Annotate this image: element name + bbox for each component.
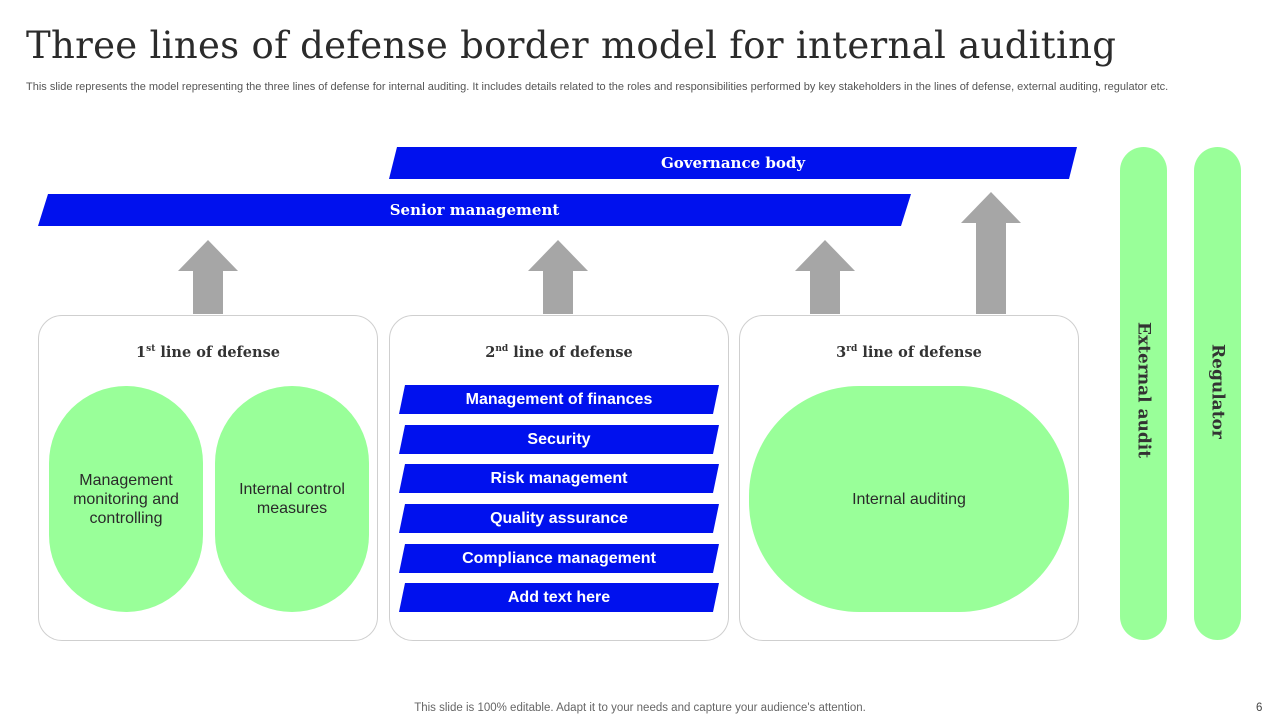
regulator-pill: Regulator: [1194, 147, 1241, 640]
list-item: Quality assurance: [399, 504, 719, 533]
external-audit-pill: External audit: [1120, 147, 1167, 640]
third-line-panel: 3rd line of defense Internal auditing: [739, 315, 1079, 641]
second-line-heading: 2nd line of defense: [485, 344, 633, 361]
list-item: Compliance management: [399, 544, 719, 573]
third-line-heading: 3rd line of defense: [836, 344, 982, 361]
governance-body-bar: Governance body: [389, 147, 1077, 179]
senior-management-bar: Senior management: [38, 194, 911, 226]
internal-control-pill: Internal control measures: [215, 386, 369, 612]
page-number: 6: [1256, 702, 1263, 714]
first-line-heading: 1st line of defense: [136, 344, 280, 361]
slide-footer: This slide is 100% editable. Adapt it to…: [414, 702, 866, 714]
second-line-panel: 2nd line of defense Management of financ…: [389, 315, 729, 641]
up-arrow-icon: [961, 192, 1021, 314]
slide-subtitle: This slide represents the model represen…: [26, 81, 1169, 93]
regulator-label: Regulator: [1207, 344, 1228, 439]
external-audit-label: External audit: [1133, 322, 1154, 459]
list-item: Add text here: [399, 583, 719, 612]
list-item: Security: [399, 425, 719, 454]
list-item: Management of finances: [399, 385, 719, 414]
management-monitoring-pill: Management monitoring and controlling: [49, 386, 203, 612]
senior-management-label: Senior management: [389, 201, 560, 219]
up-arrow-icon: [178, 240, 238, 314]
slide-title: Three lines of defense border model for …: [26, 24, 1117, 67]
up-arrow-icon: [795, 240, 855, 314]
list-item: Risk management: [399, 464, 719, 493]
first-line-panel: 1st line of defense Management monitorin…: [38, 315, 378, 641]
governance-body-label: Governance body: [660, 154, 806, 172]
internal-auditing-pill: Internal auditing: [749, 386, 1069, 612]
up-arrow-icon: [528, 240, 588, 314]
